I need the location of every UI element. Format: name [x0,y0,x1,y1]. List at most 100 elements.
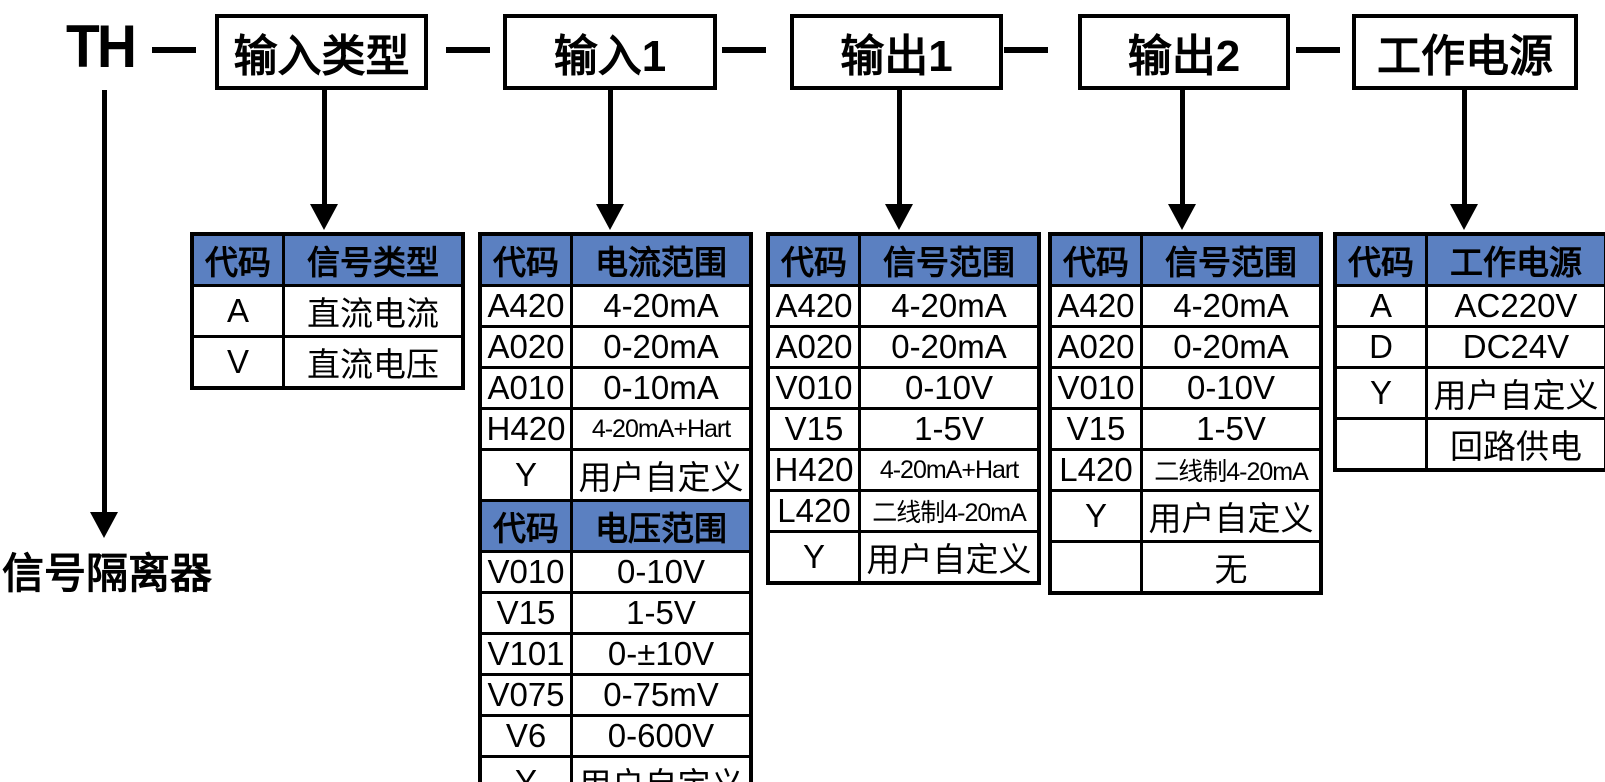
value-cell: 0-10V [1140,366,1323,410]
segment-box-output-1: 输出1 [790,14,1003,90]
down-arrow-icon [1167,88,1197,230]
header-row: 代码电流范围 [478,232,753,287]
value-cell: 用户自定义 [1140,489,1323,543]
column-header: 代码 [190,232,285,287]
table-row: 回路供电 [1333,417,1605,472]
segment-box-label: 输入1 [553,32,667,81]
segment-box-power-supply: 工作电源 [1352,14,1578,90]
connector-dash [446,47,490,53]
value-cell: 4-20mA [858,284,1041,328]
code-cell: A020 [478,325,573,369]
value-cell: 用户自定义 [570,448,753,502]
code-cell: Y [766,530,861,585]
segment-box-label: 输出1 [840,32,953,81]
column-header: 代码 [478,232,573,287]
value-cell: 0-10mA [570,366,753,410]
connector-dash [1296,47,1340,53]
connector-dash [722,47,766,53]
code-cell: L420 [1048,448,1143,492]
code-cell [1333,417,1428,472]
segment-box-input-1: 输入1 [503,14,717,90]
value-cell: 0-75mV [570,673,753,717]
value-cell: 0-10V [858,366,1041,410]
down-arrow-icon [89,90,119,538]
code-cell: L420 [766,489,861,533]
value-cell: 0-600V [570,714,753,758]
segment-box-input-type: 输入类型 [215,14,428,90]
value-cell: 二线制4-20mA [1140,448,1323,492]
column-header: 代码 [1333,232,1428,287]
value-cell: DC24V [1425,325,1605,369]
value-cell: 1-5V [1140,407,1323,451]
value-cell: 用户自定义 [1425,366,1605,420]
code-cell: V101 [478,632,573,676]
column-header: 信号范围 [1140,232,1323,287]
value-cell: 4-20mA+Hart [570,407,753,451]
code-cell: H420 [766,448,861,492]
code-cell: V010 [766,366,861,410]
code-cell: V15 [1048,407,1143,451]
code-cell: V075 [478,673,573,717]
code-cell: A420 [1048,284,1143,328]
model-prefix: TH [66,13,137,80]
header-row: 代码信号类型 [190,232,465,287]
table-row: 无 [1048,540,1323,595]
code-cell: A420 [766,284,861,328]
value-cell: 4-20mA+Hart [858,448,1041,492]
code-cell: A020 [1048,325,1143,369]
value-cell: 直流电压 [282,335,465,390]
value-cell: 0-20mA [570,325,753,369]
code-cell: V [190,335,285,390]
value-cell: 直流电流 [282,284,465,338]
code-cell: V15 [766,407,861,451]
column-header: 代码 [478,499,573,553]
value-cell: 0-±10V [570,632,753,676]
column-header: 代码 [1048,232,1143,287]
value-cell: 二线制4-20mA [858,489,1041,533]
code-cell: V6 [478,714,573,758]
code-cell: V010 [478,550,573,594]
code-cell: Y [1048,489,1143,543]
column-header: 信号范围 [858,232,1041,287]
value-cell: 用户自定义 [570,755,753,782]
segment-box-label: 工作电源 [1377,32,1553,81]
value-cell: 1-5V [858,407,1041,451]
segment-box-label: 输出2 [1127,32,1241,81]
down-arrow-icon [595,88,625,230]
code-cell: A020 [766,325,861,369]
code-cell: A [190,284,285,338]
code-cell: Y [478,448,573,502]
value-cell: 无 [1140,540,1323,595]
down-arrow-icon [1449,88,1479,230]
value-cell: 用户自定义 [858,530,1041,585]
segment-box-label: 输入类型 [233,32,410,81]
value-cell: 回路供电 [1425,417,1605,472]
column-header: 电流范围 [570,232,753,287]
header-row: 代码信号范围 [1048,232,1323,287]
value-cell: AC220V [1425,284,1605,328]
